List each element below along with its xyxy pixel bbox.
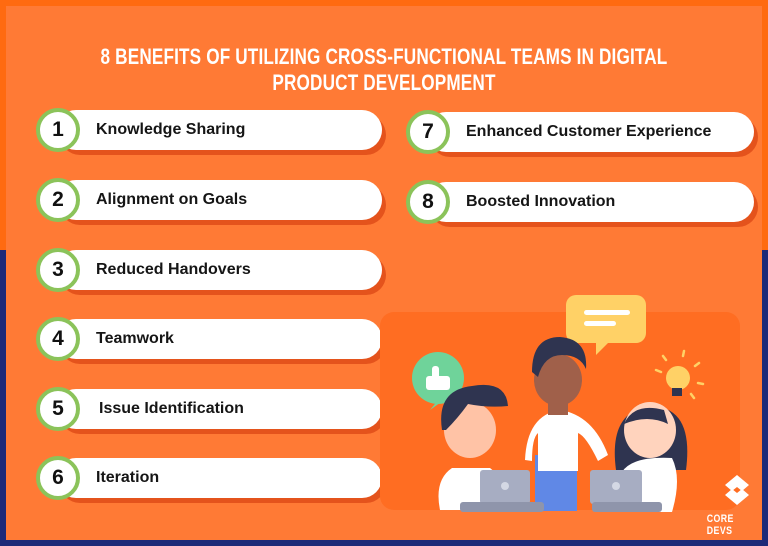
benefit-label: Issue Identification	[99, 400, 244, 417]
team-illustration	[380, 295, 749, 512]
speech-bubble-icon	[566, 295, 646, 355]
benefit-number: 3	[36, 248, 80, 292]
thumbs-up-icon	[412, 352, 464, 410]
benefit-number: 4	[36, 317, 80, 361]
benefit-number: 6	[36, 456, 80, 500]
benefit-label: Knowledge Sharing	[96, 121, 246, 138]
benefit-number: 2	[36, 178, 80, 222]
brand-logo-text: CORE DEVS	[706, 513, 734, 537]
benefit-label: Boosted Innovation	[466, 193, 616, 210]
benefit-label: Reduced Handovers	[96, 261, 251, 278]
benefit-number: 8	[406, 180, 450, 224]
benefit-number: 7	[406, 110, 450, 154]
benefit-label: Teamwork	[96, 330, 174, 347]
benefit-number: 1	[36, 108, 80, 152]
benefit-number: 5	[36, 387, 80, 431]
page-title: 8 BENEFITS OF UTILIZING CROSS-FUNCTIONAL…	[100, 44, 668, 95]
benefit-label: Alignment on Goals	[96, 191, 248, 208]
lightbulb-icon	[654, 349, 705, 400]
benefit-label: Iteration	[96, 469, 160, 486]
core-devs-logo	[725, 475, 749, 505]
benefit-label: Enhanced Customer Experience	[466, 123, 712, 140]
